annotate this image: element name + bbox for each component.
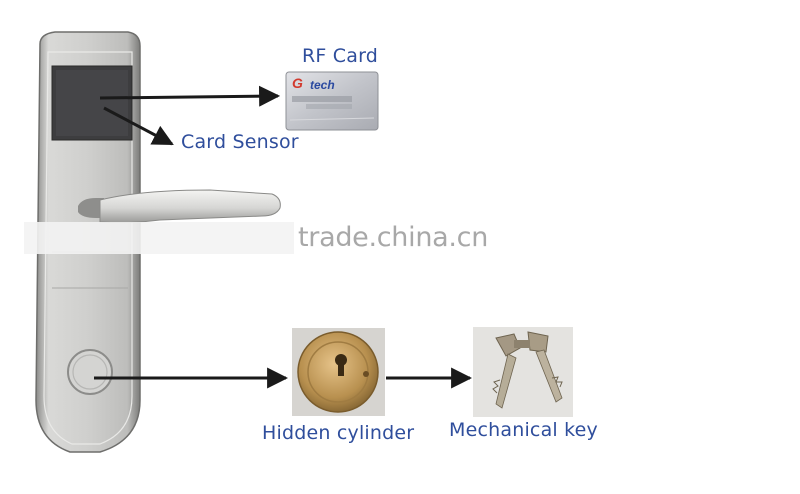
watermark-text: trade.china.cn	[298, 222, 489, 253]
arrow-to-rf-card	[99, 85, 281, 107]
door-handle	[78, 189, 281, 224]
card-brand-prefix: G	[292, 75, 303, 91]
mechanical-key-image	[473, 327, 573, 417]
card-sensor-label: Card Sensor	[181, 131, 299, 153]
arrow-to-card-sensor	[103, 106, 174, 146]
lock-keyhole	[67, 349, 113, 395]
rf-card	[285, 71, 379, 131]
hidden-cylinder-image	[292, 328, 385, 416]
mechanical-key-label: Mechanical key	[449, 419, 599, 441]
watermark-band	[24, 222, 294, 254]
hidden-cylinder-label: Hidden cylinder	[262, 422, 415, 444]
rf-card-label: RF Card	[302, 45, 379, 67]
card-brand-text: tech	[310, 78, 335, 92]
